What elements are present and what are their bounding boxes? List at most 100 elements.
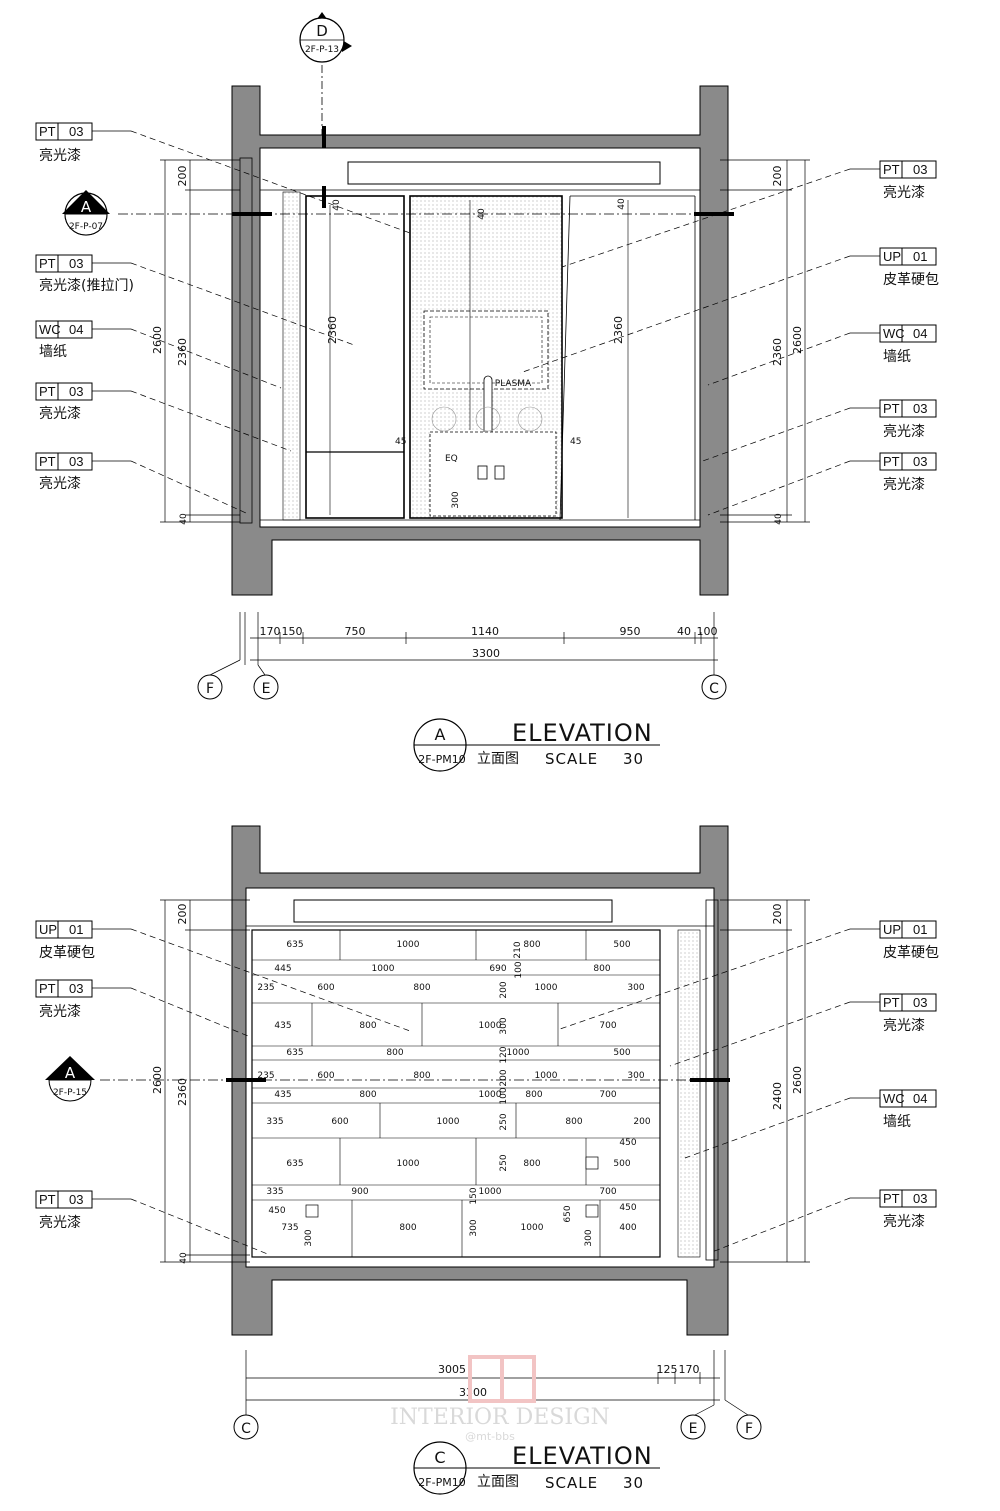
svg-text:1000: 1000 xyxy=(479,1187,502,1197)
dim-c-left-bottom: 40 xyxy=(179,1252,189,1264)
svg-text:PT: PT xyxy=(39,384,56,399)
dim-left-bottom: 40 xyxy=(179,513,189,525)
svg-text:445: 445 xyxy=(274,964,291,974)
dim-c-right-mid: 2400 xyxy=(771,1082,784,1110)
vertical-dims-left-a xyxy=(160,159,240,523)
title-a-letter: A xyxy=(435,725,446,744)
svg-text:200: 200 xyxy=(499,1069,509,1086)
svg-text:亮光漆: 亮光漆 xyxy=(39,1003,81,1020)
title-a-scale: 30 xyxy=(623,750,644,768)
svg-text:1000: 1000 xyxy=(479,1090,502,1100)
svg-text:03: 03 xyxy=(913,454,927,469)
svg-text:亮光漆: 亮光漆 xyxy=(39,405,81,422)
hdim-a-4: 950 xyxy=(620,625,641,638)
svg-text:800: 800 xyxy=(386,1048,403,1058)
svg-text:635: 635 xyxy=(286,1159,303,1169)
svg-text:亮光漆: 亮光漆 xyxy=(883,1017,925,1034)
svg-text:1000: 1000 xyxy=(479,1021,502,1031)
svg-text:01: 01 xyxy=(913,249,927,264)
svg-text:400: 400 xyxy=(619,1223,636,1233)
svg-text:450: 450 xyxy=(619,1138,636,1148)
dim-door-height: 2360 xyxy=(326,316,339,344)
dim-c-left-outer: 2600 xyxy=(151,1066,164,1094)
svg-text:300: 300 xyxy=(499,1017,509,1034)
section-mark-c-side: A 2F-P-15 xyxy=(45,1056,95,1102)
svg-text:UP: UP xyxy=(39,922,57,937)
svg-text:亮光漆: 亮光漆 xyxy=(883,184,925,201)
title-a-name: ELEVATION xyxy=(512,719,653,747)
material-tag: PT 03 亮光漆 xyxy=(707,452,937,516)
svg-text:450: 450 xyxy=(268,1206,285,1216)
svg-text:04: 04 xyxy=(913,326,927,341)
dim-right-top: 40 xyxy=(617,198,627,210)
svg-text:800: 800 xyxy=(565,1117,582,1127)
svg-text:亮光漆: 亮光漆 xyxy=(39,147,81,164)
svg-text:PT: PT xyxy=(39,256,56,271)
svg-text:1000: 1000 xyxy=(507,1048,530,1058)
svg-text:亮光漆: 亮光漆 xyxy=(883,1213,925,1230)
svg-text:WC: WC xyxy=(883,1091,905,1106)
dim-door-top: 40 xyxy=(332,199,342,211)
svg-text:皮革硬包: 皮革硬包 xyxy=(883,945,939,961)
svg-text:PT: PT xyxy=(883,995,900,1010)
svg-text:800: 800 xyxy=(399,1223,416,1233)
svg-text:03: 03 xyxy=(69,981,83,996)
svg-text:250: 250 xyxy=(499,1113,509,1130)
svg-text:1000: 1000 xyxy=(372,964,395,974)
title-block-c: C 2F-PM10 ELEVATION 立面图 SCALE 30 xyxy=(413,1441,660,1495)
material-tag: WC 04 墙纸 xyxy=(684,1089,937,1159)
svg-text:800: 800 xyxy=(525,1090,542,1100)
title-c-name: ELEVATION xyxy=(512,1442,653,1470)
title-c-letter: C xyxy=(434,1448,445,1467)
svg-text:04: 04 xyxy=(69,322,83,337)
hdim-a-2: 750 xyxy=(345,625,366,638)
material-tag: PT 03 亮光漆 xyxy=(35,979,249,1037)
svg-text:皮革硬包: 皮革硬包 xyxy=(883,272,939,288)
svg-text:250: 250 xyxy=(499,1154,509,1171)
svg-text:亮光漆: 亮光漆 xyxy=(883,476,925,493)
section-mark-a-letter: A xyxy=(81,198,92,216)
svg-text:500: 500 xyxy=(613,940,630,950)
vertical-dims-left-c xyxy=(160,899,250,1263)
svg-text:03: 03 xyxy=(69,454,83,469)
panel-dim-labels: 635 1000 210 800 500 445 1000 690 100 80… xyxy=(257,940,650,1247)
material-tag: PT 03 亮光漆 xyxy=(35,382,292,452)
svg-text:墙纸: 墙纸 xyxy=(39,344,67,360)
dim-c-right-top: 200 xyxy=(771,904,784,925)
watermark-line2: @mt-bbs xyxy=(465,1430,515,1443)
svg-text:PT: PT xyxy=(39,1192,56,1207)
svg-text:1000: 1000 xyxy=(397,1159,420,1169)
material-tag: PT 03 亮光漆(推拉门) xyxy=(35,254,355,346)
svg-text:800: 800 xyxy=(523,1159,540,1169)
svg-text:03: 03 xyxy=(69,384,83,399)
dim-right-outer-a: 2600 xyxy=(791,326,804,354)
elevation-c: 635 1000 210 800 500 445 1000 690 100 80… xyxy=(35,825,939,1495)
svg-text:C: C xyxy=(709,681,719,697)
title-a-cn: 立面图 xyxy=(477,751,519,767)
material-tag: UP 01 皮革硬包 xyxy=(35,920,411,1032)
grid-bubbles-a: F E C xyxy=(197,674,727,700)
dim-c-right-outer: 2600 xyxy=(791,1066,804,1094)
section-mark-d: D 2F-P-13 xyxy=(299,12,352,215)
dim-left-outer: 2600 xyxy=(151,326,164,354)
material-tag: PT 03 亮光漆 xyxy=(35,452,247,514)
material-tag: PT 03 亮光漆 xyxy=(669,993,937,1067)
svg-text:690: 690 xyxy=(489,964,506,974)
watermark: INTERIOR DESIGN @mt-bbs xyxy=(390,1355,610,1443)
svg-text:335: 335 xyxy=(266,1117,283,1127)
material-tag: PT 03 亮光漆 xyxy=(699,399,937,463)
hdim-c-2: 170 xyxy=(679,1363,700,1376)
elevation-a: D 2F-P-13 PLASMA xyxy=(35,12,939,772)
svg-text:03: 03 xyxy=(69,256,83,271)
panel-grid xyxy=(252,930,660,1257)
svg-text:635: 635 xyxy=(286,940,303,950)
svg-text:亮光漆: 亮光漆 xyxy=(39,1214,81,1231)
svg-text:435: 435 xyxy=(274,1021,291,1031)
svg-text:03: 03 xyxy=(913,1191,927,1206)
svg-text:650: 650 xyxy=(563,1205,573,1222)
svg-text:亮光漆: 亮光漆 xyxy=(39,475,81,492)
hdim-a-3: 1140 xyxy=(471,625,499,638)
title-block-a: A 2F-PM10 ELEVATION 立面图 SCALE 30 xyxy=(413,718,660,772)
svg-text:01: 01 xyxy=(69,922,83,937)
